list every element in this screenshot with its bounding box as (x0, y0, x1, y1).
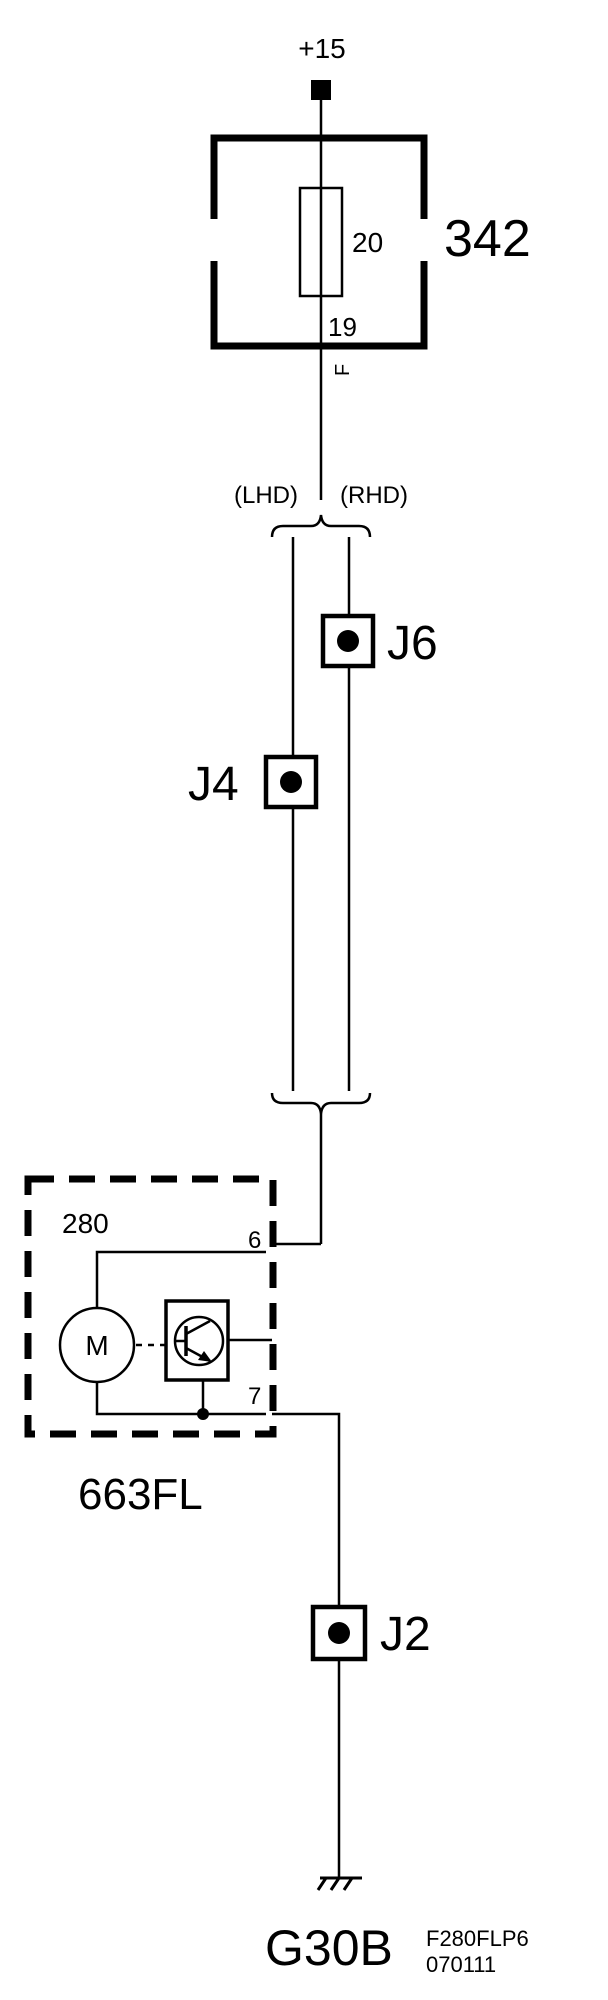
motor-icon (58, 1306, 136, 1384)
motor-symbol: M (85, 1330, 108, 1361)
junction-j4-label: J4 (188, 758, 239, 811)
fuse-box-id: 342 (444, 210, 531, 268)
pin-7-label: 7 (248, 1383, 261, 1410)
internal-wire-top (95, 1250, 266, 1309)
ground-id: G30B (265, 1920, 393, 1976)
junction-j6 (320, 613, 376, 669)
junction-j6-label: J6 (387, 617, 438, 670)
junction-j2-dot (328, 1622, 350, 1644)
rhd-label: (RHD) (340, 482, 408, 509)
lhd-label: (LHD) (234, 482, 298, 509)
fuse-pin: 19 (328, 312, 357, 342)
junction-j6-dot (337, 630, 359, 652)
supply-terminal (311, 80, 331, 100)
component-663fl-box (24, 1175, 277, 1438)
transistor-icon (173, 1315, 225, 1367)
fuse-pin-letter: F (332, 364, 354, 376)
diagram-date: 070111 (426, 1952, 496, 1977)
junction-j2-label: J2 (380, 1608, 431, 1661)
fuse-box-342 (210, 134, 428, 350)
split-brace-top (270, 514, 372, 538)
supply-label: +15 (298, 33, 346, 64)
ground-icon (316, 1876, 362, 1891)
merge-brace (270, 1092, 372, 1115)
component-ref: 280 (62, 1208, 109, 1239)
component-id: 663FL (78, 1470, 203, 1519)
internal-wire-bottom (95, 1380, 266, 1416)
fuse-rating: 20 (352, 227, 383, 258)
pin-6-label: 6 (248, 1227, 261, 1254)
diagram-code: F280FLP6 (426, 1926, 529, 1951)
internal-junction-dot (197, 1408, 209, 1420)
ground-wire (272, 1412, 341, 1878)
junction-j4-dot (280, 771, 302, 793)
